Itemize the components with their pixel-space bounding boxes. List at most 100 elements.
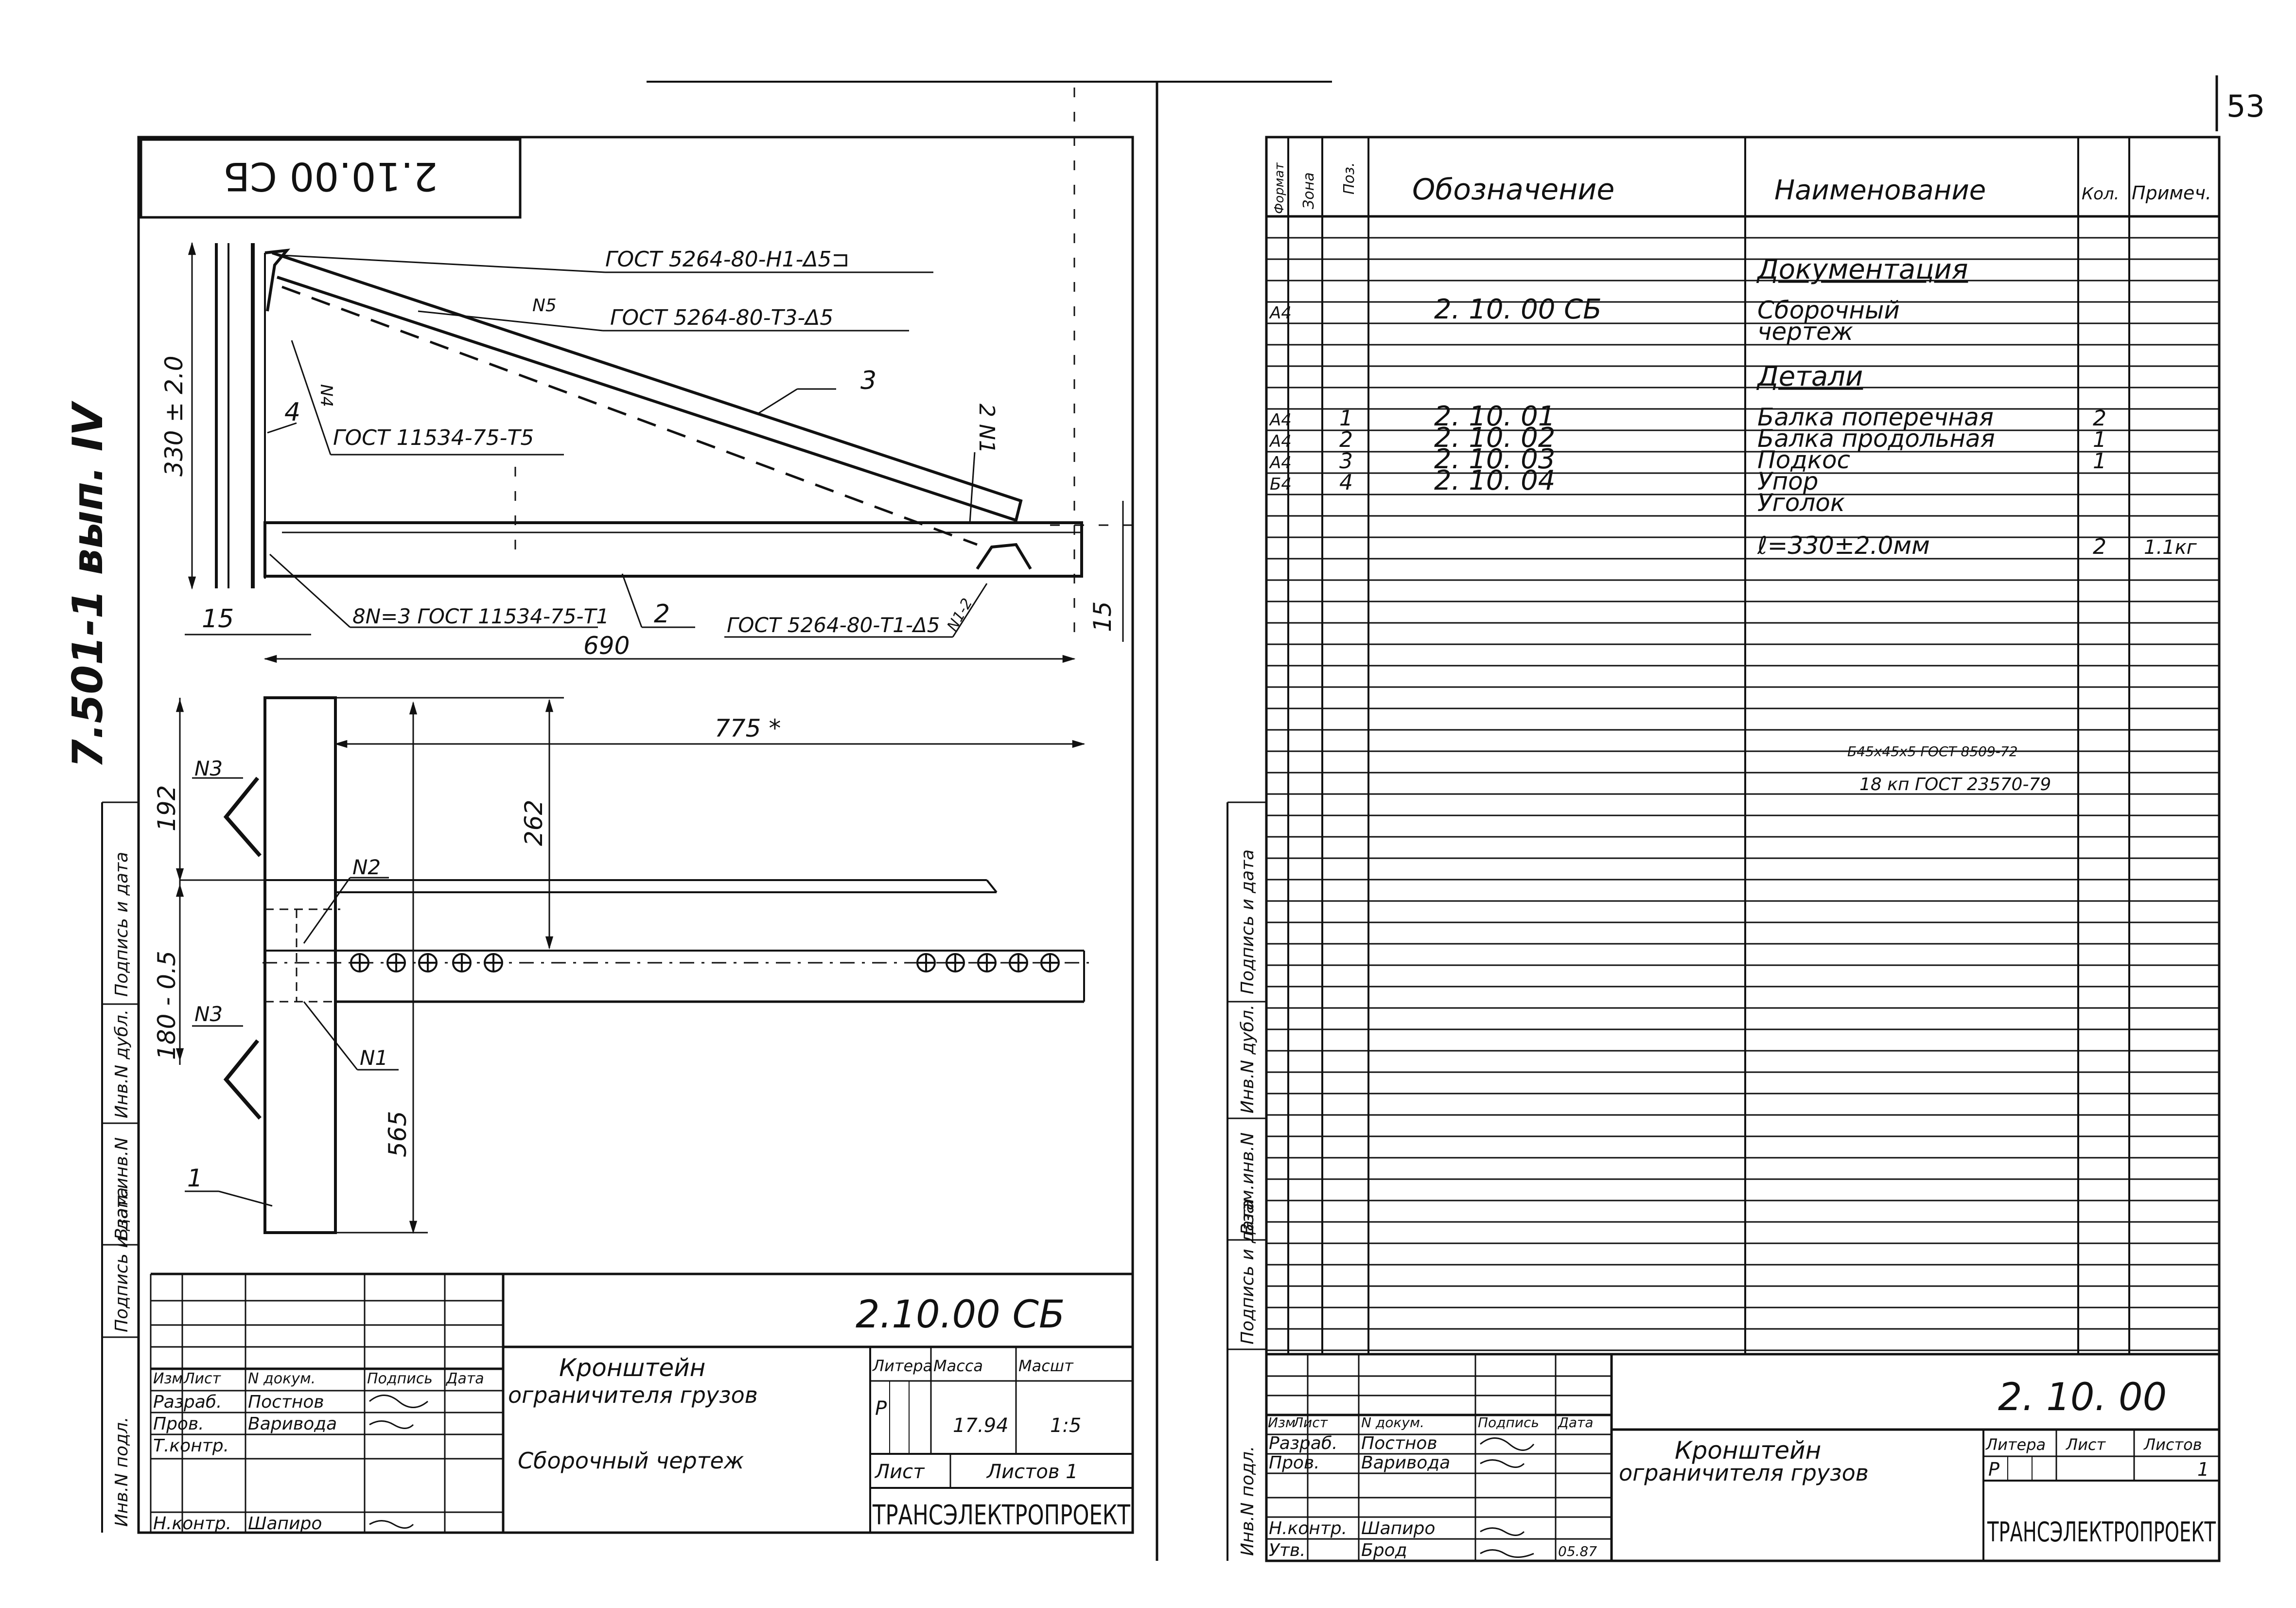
tb-name-line1: Кронштейн	[1675, 1436, 1821, 1465]
spec-cell-pos: 3	[1339, 449, 1353, 474]
spec-head-designation: Обозначение	[1412, 173, 1614, 207]
weld-n3: 8N=3 ГОСТ 11534-75-Т1	[352, 604, 609, 628]
tb-sheet-label: Лист	[874, 1461, 925, 1483]
tb-name: Брод	[1361, 1540, 1407, 1560]
spec-cell-qty: 2	[2093, 406, 2106, 431]
left-title-block: Изм Лист N докум. Подпись Дата Разраб. П…	[150, 1272, 1133, 1534]
tb-role: Утв.	[1269, 1540, 1306, 1560]
spec-cell-name: Детали	[1756, 361, 1863, 392]
pos-2: 2	[654, 600, 670, 629]
bolt-holes	[350, 953, 1060, 972]
spec-cell-pos: 4	[1339, 470, 1353, 495]
tb-doc-type: Сборочный чертеж	[518, 1448, 744, 1474]
tb-head: Лист	[1293, 1414, 1328, 1431]
spec-cell-format: А4	[1269, 432, 1292, 451]
tb-role: Разраб.	[1269, 1433, 1337, 1453]
dim-262: 262	[520, 800, 548, 846]
tb-litera-label: Литера	[1985, 1435, 2046, 1454]
tb-org: ТРАНСЭЛЕКТРОПРОЕКТ	[872, 1500, 1130, 1531]
spec-head-zone: Зона	[1300, 172, 1317, 209]
tb-litera: Р	[1988, 1459, 1999, 1480]
tb-name-line1: Кронштейн	[559, 1354, 705, 1382]
tb-sheets-label: Листов	[2143, 1435, 2202, 1454]
gost-2: ГОСТ 5264-80-Т3-Δ5	[610, 305, 833, 330]
tb-code: 2. 10. 00	[1998, 1376, 2167, 1419]
spec-cell-format: А4	[1269, 410, 1292, 430]
label-n2: N2	[352, 855, 381, 879]
spec-cell-designation: 2. 10. 02	[1434, 422, 1555, 454]
label-n3-top: N3	[194, 757, 223, 780]
spec-cell-format: А4	[1269, 453, 1292, 473]
pos-4: 4	[284, 398, 300, 427]
margin-label: Инв.N подл.	[1238, 1446, 1258, 1556]
spec-cell-qty: 2	[2093, 534, 2106, 559]
weld-n1-2: N1-2	[944, 596, 976, 634]
spec-cell-note: 1.1кг	[2144, 536, 2197, 559]
spec-cell-name: Документация	[1756, 254, 1968, 285]
tb-head: N докум.	[248, 1370, 315, 1387]
gost-5: ГОСТ 11534-75-Т1	[417, 604, 609, 628]
tb-role: Н.контр.	[153, 1514, 231, 1534]
tb-head: Лист	[183, 1370, 222, 1387]
dim-15-left: 15	[202, 604, 234, 634]
spec-cell-qty: 1	[2093, 427, 2106, 452]
spec-cell-name: чертеж	[1757, 318, 1853, 346]
tb-role: Т.контр.	[153, 1436, 229, 1456]
margin-label: Инв.N дубл.	[1238, 1005, 1258, 1113]
angle-spec-top: Б45х45х5 ГОСТ 8509-72	[1847, 743, 2018, 760]
tb-name-line2: ограничителя грузов	[508, 1382, 758, 1408]
label-n1: N1	[360, 1046, 388, 1070]
spec-head-qty: Кол.	[2082, 184, 2119, 204]
tb-name: Шапиро	[248, 1514, 322, 1534]
spec-cell-format: А4	[1269, 303, 1292, 323]
margin-label: Инв.N дубл.	[112, 1009, 132, 1118]
spec-head-name: Наименование	[1774, 175, 1986, 206]
margin-label: Подпись и дата	[112, 852, 132, 997]
spec-cell-name: Балка поперечная	[1757, 403, 1994, 431]
tb-role: Пров.	[153, 1414, 204, 1434]
margin-label: Подпись и дата	[112, 1187, 132, 1332]
label-n3-bottom: N3	[194, 1002, 223, 1026]
tb-sheets-label: Листов 1	[986, 1461, 1078, 1483]
margin-label: Подпись и дата	[1238, 849, 1258, 994]
right-sheet: Инв.N подл. Подпись и дата Взам.инв.N Ин…	[1227, 136, 2221, 1562]
tb-scale-label: Масшт	[1018, 1357, 1074, 1375]
tb-mass-label: Масса	[933, 1357, 983, 1375]
right-title-block: Изм Лист N докум. Подпись Дата Разраб. П…	[1266, 1353, 2219, 1561]
spec-cell-format: Б4	[1270, 475, 1292, 494]
gost-1: ГОСТ 5264-80-Н1-Δ5⊐	[605, 247, 849, 272]
spec-cell-name: Подкос	[1757, 446, 1850, 474]
margin-label: Подпись и дата	[1238, 1200, 1258, 1344]
album-code: 7.501-1 вып. IV	[64, 400, 112, 768]
weld-n3-prefix: 8N=3	[352, 604, 411, 628]
tb-head: Дата	[445, 1370, 484, 1387]
weld-n1: 2 N1	[974, 404, 999, 454]
gost-4: ГОСТ 5264-80-Т1-Δ5	[727, 613, 940, 637]
tb-mass: 17.94	[953, 1414, 1009, 1437]
spec-cell-designation: 2. 10. 04	[1434, 465, 1555, 496]
weld-n5: N5	[532, 296, 557, 316]
dim-565: 565	[384, 1111, 412, 1157]
tb-org: ТРАНСЭЛЕКТРОПРОЕКТ	[1987, 1517, 2216, 1548]
tb-role: Разраб.	[153, 1392, 222, 1412]
spec-cell-designation: 2. 10. 03	[1434, 443, 1555, 475]
top-stamp: 2.10.00 СБ	[223, 154, 438, 199]
tb-litera-label: Литера	[872, 1357, 932, 1375]
tb-role: Н.контр.	[1269, 1519, 1347, 1538]
dim-192: 192	[153, 785, 181, 831]
tb-sheets: 1	[2197, 1459, 2209, 1480]
spec-head-note: Примеч.	[2132, 182, 2211, 204]
dim-330: 330 ± 2.0	[160, 355, 188, 477]
spec-cell-name: Упор	[1757, 467, 1819, 495]
tb-sheet-label: Лист	[2066, 1435, 2106, 1454]
tb-name-line2: ограничителя грузов	[1619, 1460, 1869, 1486]
pos-1: 1	[187, 1164, 203, 1192]
tb-name: Постнов	[1361, 1433, 1437, 1453]
tb-head: N докум.	[1361, 1414, 1424, 1431]
margin-label: Инв.N подл.	[112, 1417, 132, 1527]
side-view: 330 ± 2.0 15 690 15 ГОСТ 5264-80-Н1-Δ5⊐ …	[160, 88, 1133, 663]
dim-690: 690	[583, 632, 630, 660]
spec-head-pos: Поз.	[1341, 162, 1358, 194]
gost-3: ГОСТ 11534-75-Т5	[333, 425, 534, 450]
tb-code: 2.10.00 СБ	[856, 1293, 1065, 1337]
